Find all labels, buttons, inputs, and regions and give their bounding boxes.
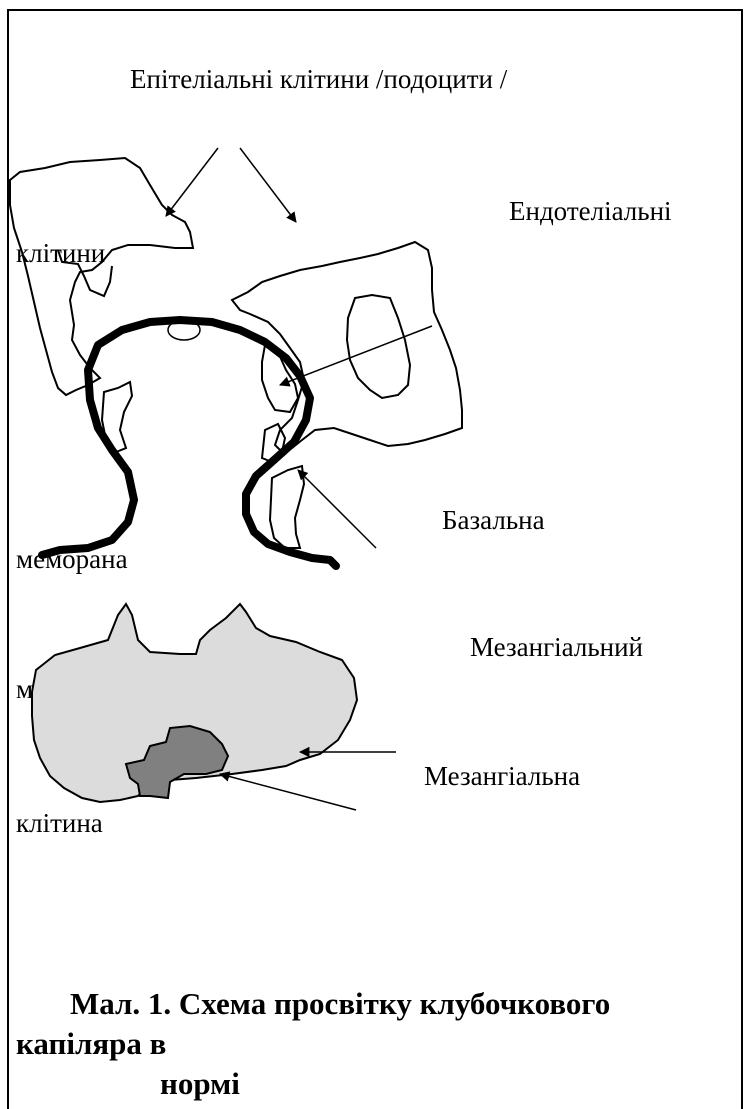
- basal-arrow: [298, 470, 376, 548]
- epithelial-arrow-left: [166, 148, 218, 216]
- basal-membrane: [42, 320, 336, 566]
- label-endothelial-1: Ендотеліальні: [509, 198, 672, 225]
- caption-line-1: Мал. 1. Схема просвітку клубочкового: [70, 988, 610, 1019]
- epithelial-arrow-right: [240, 148, 296, 222]
- endothelial-foot: [270, 466, 304, 548]
- label-basal-1: Базальна: [442, 507, 545, 534]
- caption-line-3: нормі: [160, 1068, 240, 1099]
- label-epithelial: Епітеліальні клітини /подоцити /: [130, 66, 507, 93]
- label-mesangial-matrix-2: м: [16, 676, 33, 703]
- label-mesangial-cell-1: Мезангіальна: [424, 763, 580, 790]
- label-basal-2: меморана: [16, 546, 128, 573]
- podocyte-left-outline: [10, 158, 193, 395]
- mesangial-cell-arrow: [220, 774, 356, 810]
- label-mesangial-matrix-1: Мезангіальний: [470, 634, 643, 661]
- caption-line-2: капіляра в: [16, 1028, 166, 1059]
- label-endothelial-2: клітини: [16, 240, 105, 267]
- label-mesangial-cell-2: клітина: [16, 810, 103, 837]
